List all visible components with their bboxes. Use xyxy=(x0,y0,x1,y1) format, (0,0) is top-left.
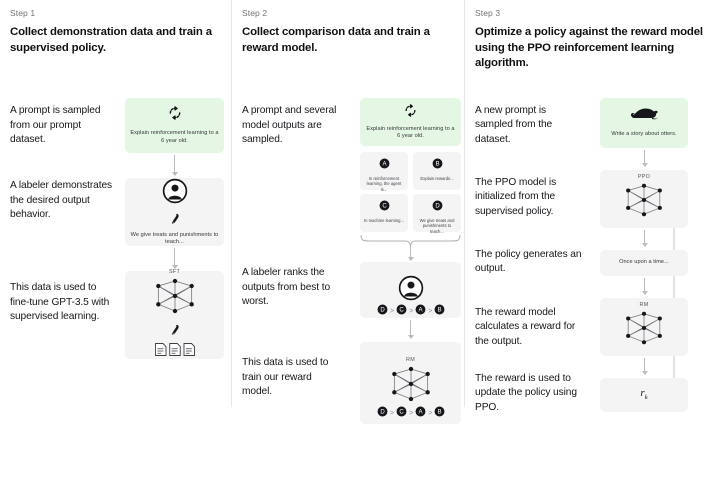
step-1-labeler-text: We give treats and punishments to teach.… xyxy=(130,231,219,245)
step-2-rm-label: RM xyxy=(406,357,415,363)
svg-text:D: D xyxy=(435,204,440,210)
svg-text:A: A xyxy=(419,308,424,314)
rank-sep-1: > xyxy=(390,307,395,315)
step-2-output-b-text: Explain rewards... xyxy=(420,176,454,181)
svg-text:C: C xyxy=(382,204,387,210)
rank-item-1: D xyxy=(377,302,388,320)
labeler-person-icon xyxy=(162,178,188,209)
rm-rank-sep-2: > xyxy=(409,409,414,417)
neural-network-icon xyxy=(620,309,668,352)
step-3-title: Optimize a policy against the reward mod… xyxy=(475,26,703,69)
rm-rank-sep-3: > xyxy=(428,409,433,417)
step-2-caption-2: A labeler ranks the outputs from best to… xyxy=(242,267,331,308)
step-2-output-d-text: We give treats and punishments to teach.… xyxy=(419,218,455,234)
reward-symbol: rk xyxy=(640,387,647,401)
step-1-caption-2: A labeler demonstrates the desired outpu… xyxy=(10,180,112,221)
svg-text:C: C xyxy=(399,308,404,314)
rank-item-4: B xyxy=(434,302,445,320)
step-3-reward-card[interactable]: rk xyxy=(600,377,688,412)
step-3-column: Step 3 Optimize a policy against the rew… xyxy=(464,0,720,413)
svg-text:D: D xyxy=(380,410,385,416)
step-2-arrow-1 xyxy=(407,247,414,261)
neural-network-icon xyxy=(620,181,668,224)
step-2-label: Step 2 xyxy=(242,8,268,18)
step-3-arrow-2 xyxy=(641,229,648,247)
step-3-caption-1: A new prompt is sampled from the dataset… xyxy=(475,104,553,145)
rm-rank-sep-1: > xyxy=(390,409,395,417)
step-3-prompt-card[interactable]: Write a story about otters. xyxy=(600,97,688,148)
rank-item-3: A xyxy=(415,302,426,320)
step-1-title: Collect demonstration data and train a s… xyxy=(10,26,212,54)
rlhf-diagram: Step 1 Collect demonstration data and tr… xyxy=(0,0,720,424)
step-1-label: Step 1 xyxy=(10,8,36,18)
step-1-arrow-1 xyxy=(171,155,178,176)
step-3-arrow-1 xyxy=(641,149,648,167)
step-1-prompt-card[interactable]: Explain reinforcement learning to a 6 ye… xyxy=(125,98,224,153)
step-3-rm-label: RM xyxy=(639,301,649,308)
step-2-title: Collect comparison data and train a rewa… xyxy=(242,26,430,54)
step-1-prompt-text: Explain reinforcement learning to a 6 ye… xyxy=(130,130,219,144)
step-2-caption-3: This data is used to train our reward mo… xyxy=(242,357,329,398)
step-2-rm-card[interactable]: RM xyxy=(360,342,461,424)
step-2-output-a[interactable]: A In reinforcement learning, the agent i… xyxy=(360,152,408,192)
letter-c-badge: C xyxy=(379,198,390,216)
step-2-arrow-2 xyxy=(407,320,414,339)
step-3-prompt-text: Write a story about otters. xyxy=(611,131,677,138)
refresh-loop-icon xyxy=(404,103,417,122)
step-2-labeler-card[interactable]: D > C > A > B xyxy=(360,262,461,318)
step-3-rm-card[interactable]: RM xyxy=(600,297,688,356)
step-3-ppo-card[interactable]: PPO xyxy=(600,169,688,228)
step-2-caption-1: A prompt and several model outputs are s… xyxy=(242,105,337,146)
step-3-ppo-label: PPO xyxy=(637,173,651,180)
step-3-output-text: Once upon a time... xyxy=(619,258,669,265)
neural-network-icon xyxy=(386,364,436,409)
step-1-caption-1: A prompt is sampled from our prompt data… xyxy=(10,105,101,146)
step-3-caption-2: The PPO model is initialized from the su… xyxy=(475,176,557,217)
letter-b-badge: B xyxy=(432,156,443,174)
rank-item-2: C xyxy=(396,302,407,320)
step-2-output-b[interactable]: B Explain rewards... xyxy=(413,152,461,190)
step-3-arrow-3 xyxy=(641,277,648,295)
pen-icon xyxy=(170,322,180,340)
step-2-output-d[interactable]: D We give treats and punishments to teac… xyxy=(413,194,461,234)
rank-sep-2: > xyxy=(409,307,414,315)
step-3-output-card[interactable]: Once upon a time... xyxy=(600,249,688,276)
svg-text:B: B xyxy=(438,410,442,416)
step-3-label: Step 3 xyxy=(475,8,501,18)
step-3-caption-5: The reward is used to update the policy … xyxy=(475,372,577,413)
step-1-sft-label: SFT xyxy=(168,268,181,275)
rank-sep-3: > xyxy=(428,307,433,315)
neural-network-icon xyxy=(150,276,200,321)
svg-text:C: C xyxy=(399,410,404,416)
step-3-caption-4: The reward model calculates a reward for… xyxy=(475,306,576,347)
labeler-person-icon xyxy=(398,275,424,306)
svg-text:D: D xyxy=(380,308,385,314)
reward-symbol-letter: r xyxy=(640,387,645,400)
step-3-caption-3: The policy generates an output. xyxy=(475,248,582,275)
step-1-labeler-card[interactable]: We give treats and punishments to teach.… xyxy=(125,178,224,246)
pen-icon xyxy=(170,211,180,229)
step-1-column: Step 1 Collect demonstration data and tr… xyxy=(0,0,231,407)
step-1-caption-3: This data is used to fine-tune GPT-3.5 w… xyxy=(10,282,110,323)
step-2-prompt-text: Explain reinforcement learning to a 6 ye… xyxy=(366,125,455,139)
step-2-output-a-text: In reinforcement learning, the agent is.… xyxy=(366,176,402,192)
step-2-prompt-card[interactable]: Explain reinforcement learning to a 6 ye… xyxy=(360,98,461,146)
letter-d-badge: D xyxy=(432,198,443,216)
refresh-loop-icon xyxy=(168,106,182,125)
step-2-ranking: D > C > A > B xyxy=(377,302,445,320)
reward-symbol-subscript: k xyxy=(644,394,648,402)
letter-a-badge: A xyxy=(379,156,390,174)
step-1-arrow-2 xyxy=(171,248,178,269)
step-2-output-c-text: In machine learning... xyxy=(363,218,405,223)
otter-icon xyxy=(629,106,659,126)
svg-text:A: A xyxy=(382,162,387,168)
step-3-arrow-4 xyxy=(641,357,648,375)
svg-text:B: B xyxy=(438,308,442,314)
svg-text:B: B xyxy=(435,162,439,168)
step-1-sft-card[interactable]: SFT xyxy=(125,268,224,362)
step-2-output-c[interactable]: C In machine learning... xyxy=(360,194,408,232)
step-2-column: Step 2 Collect comparison data and train… xyxy=(231,0,464,424)
documents-icon xyxy=(154,342,196,362)
